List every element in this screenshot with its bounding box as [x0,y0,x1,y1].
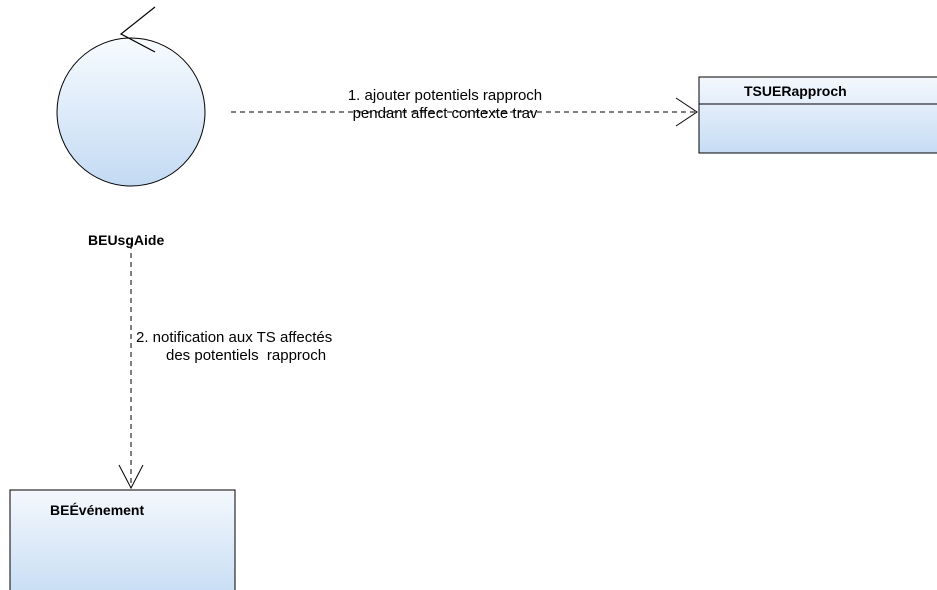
class-name-beevenement: BEÉvénement [50,502,145,518]
class-box-tsuerapproch[interactable] [698,76,937,154]
control-arrowhead-icon [119,6,156,53]
class-name-tsuerapproch: TSUERapproch [744,83,847,99]
message-1-line-1: 1. ajouter potentiels rapproch [347,87,543,104]
class-box-beevenement[interactable] [9,489,236,590]
control-object[interactable] [56,6,206,187]
message-1-label: 1. ajouter potentiels rapproch pendant a… [295,87,595,123]
actor-name-label: BEUsgAide [88,232,165,248]
message-2-line-2: des potentiels rapproch [166,347,327,364]
message-1-line-2: pendant affect contexte trav [352,105,538,122]
message-2-line-1: 2. notification aux TS affectés [136,329,333,346]
message-2-label: 2. notification aux TS affectés des pote… [136,329,436,365]
message-1-arrow[interactable] [231,97,698,127]
control-object-circle[interactable] [56,37,206,187]
message-2-arrow[interactable] [118,244,144,490]
